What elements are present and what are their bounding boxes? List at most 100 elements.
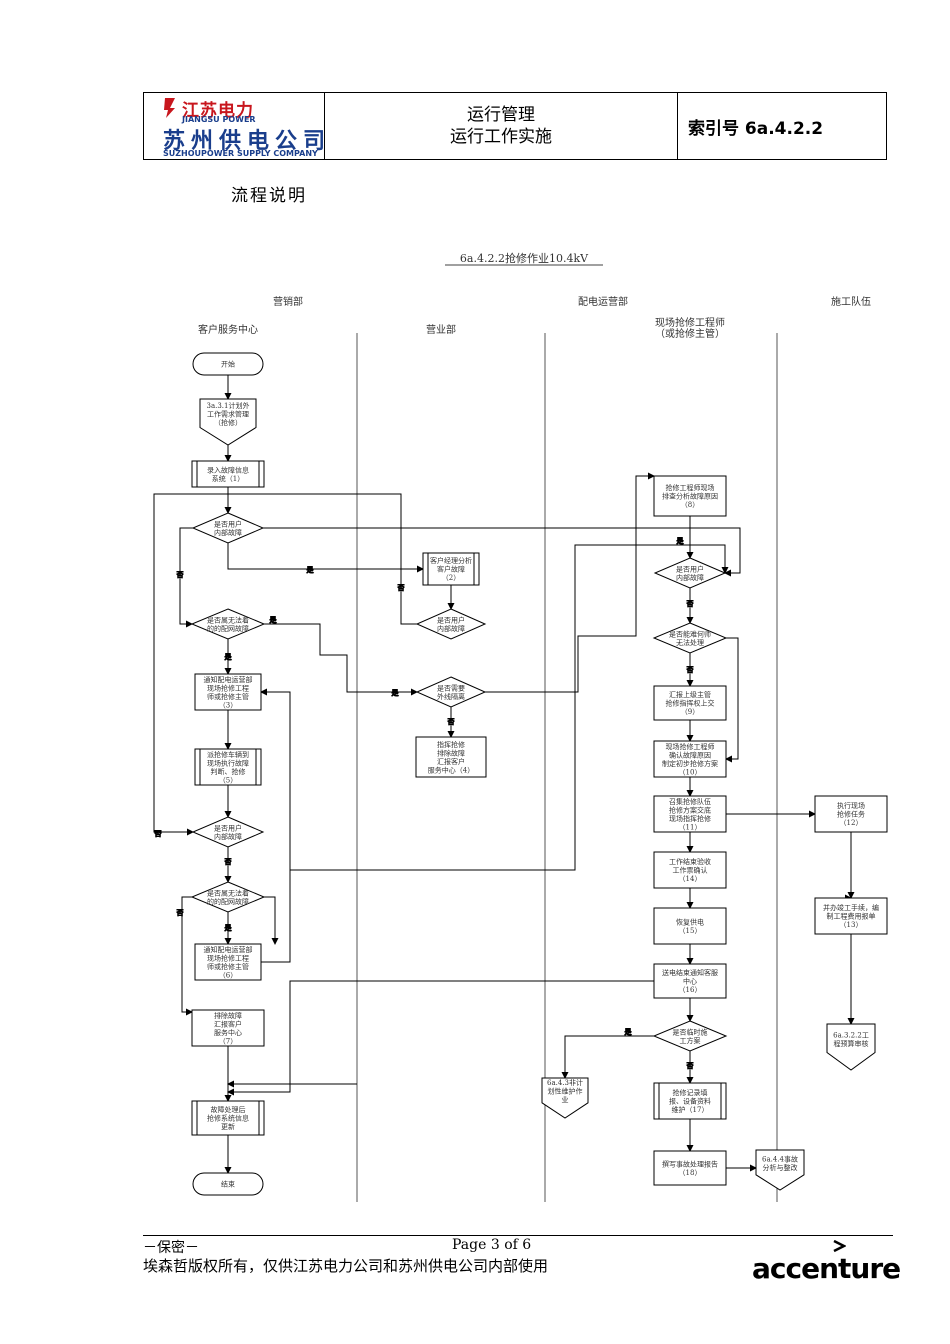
flow-node-label: 6a.3.2.2工程预算审核 xyxy=(833,1031,869,1048)
logo-company-cn: 苏州供电公司 xyxy=(163,129,332,154)
footer-rule xyxy=(143,1235,893,1236)
flow-node-label: 派抢修车辆到现场执行故障判断、抢修（5） xyxy=(207,750,249,785)
flow-node-label: 抢修工程师现场排查分析故障原因（8） xyxy=(662,483,718,509)
flow-node-label: 是否用户内部故障 xyxy=(214,519,242,537)
logo-brand-cn: 江苏电力 xyxy=(182,101,254,121)
flow-node-n13: 并办竣工手续，编制工程费用报单（13） xyxy=(814,897,888,935)
dept-marketing: 营销部 xyxy=(273,295,303,308)
flow-node-d-capable: 是否能难何师无法处理 xyxy=(652,622,728,654)
flow-connector xyxy=(181,896,193,1016)
header-title-line2: 运行工作实施 xyxy=(450,127,552,147)
logo-brand-en: JIANGSU POWER xyxy=(182,115,256,124)
flow-connector xyxy=(264,896,279,945)
flow-node-label: 工作结束验收工作票确认（14） xyxy=(669,857,711,883)
flow-node-ref-311: 3a.3.1计划外工作需求管理（抢修） xyxy=(199,398,257,446)
flow-connector xyxy=(263,527,741,577)
edge-label-no: 否 xyxy=(177,571,184,579)
flow-node-label: 现场抢修工程师确认故障原因制定初步抢修方案（10） xyxy=(662,742,718,777)
flow-node-label: 召集抢修队伍抢修方案交底现场指挥抢修（11） xyxy=(669,797,711,832)
flow-node-d-isolate: 是否需要外线隔离 xyxy=(415,676,487,708)
flow-node-n2: 客户经理分析客户故障（2） xyxy=(422,552,480,586)
flow-node-n8: 抢修工程师现场排查分析故障原因（8） xyxy=(653,475,727,517)
edge-label-no: 否 xyxy=(177,909,184,917)
flow-node-label: 通知配电运营部现场抢修工程师或抢修主管（6） xyxy=(204,945,253,980)
footer-page-number: Page 3 of 6 xyxy=(452,1237,532,1253)
flow-node-label: 排除故障汇报客户服务中心（7） xyxy=(214,1011,242,1046)
flow-node-label: 6a.4.4事故分析与整改 xyxy=(762,1154,798,1172)
flow-node-ref-443: 6a.4.3非计划性维护作业 xyxy=(541,1077,589,1119)
flow-node-label: 是否能难何师无法处理 xyxy=(669,629,711,647)
flow-node-d-user1: 是否用户内部故障 xyxy=(191,512,265,544)
flow-connector xyxy=(227,980,654,1096)
lane-business-hall: 营业部 xyxy=(426,323,456,336)
dept-distribution: 配电运营部 xyxy=(578,295,628,308)
flow-node-label: 开始 xyxy=(221,360,235,369)
edge-label-no: 否 xyxy=(155,830,162,838)
flow-node-n14: 工作结束验收工作票确认（14） xyxy=(653,851,727,889)
flow-connector xyxy=(260,688,291,963)
edge-label-no: 否 xyxy=(687,1062,694,1070)
flow-node-label: 客户经理分析客户故障（2） xyxy=(430,556,472,582)
edge-label-no: 否 xyxy=(687,666,694,674)
flow-node-label: 是否用户内部故障 xyxy=(676,564,704,582)
flow-node-label: 是否用户内部故障 xyxy=(214,823,242,841)
company-logo: 江苏电力 JIANGSU POWER 苏州供电公司 SUZHOUPOWER SU… xyxy=(160,96,325,158)
flow-node-n9: 汇报上级主管抢修指挥权上交（9） xyxy=(653,685,727,721)
flow-node-d-user4: 是否用户内部故障 xyxy=(653,557,727,589)
flow-node-start: 开始 xyxy=(192,352,264,376)
flow-node-label: 并办竣工手续，编制工程费用报单（13） xyxy=(823,903,879,929)
flow-node-label: 结束 xyxy=(221,1180,235,1189)
header-table: 江苏电力 JIANGSU POWER 苏州供电公司 SUZHOUPOWER SU… xyxy=(143,92,887,160)
flow-node-d-temp: 是否临时施工方案 xyxy=(652,1020,728,1052)
flow-connector xyxy=(264,623,418,696)
flow-node-n16: 送电结束通知客服中心（16） xyxy=(653,963,727,999)
flow-node-label: 录入故障信息系统（1） xyxy=(207,465,249,483)
logo-company-en: SUZHOUPOWER SUPPLY COMPANY xyxy=(163,149,318,158)
flow-connector xyxy=(153,493,417,836)
header-title-cell: 运行管理 运行工作实施 xyxy=(325,93,678,159)
flow-node-label: 3a.3.1计划外工作需求管理（抢修） xyxy=(207,401,250,427)
flowchart-title: 6a.4.2.2抢修作业10.4kV xyxy=(460,251,589,265)
flow-node-label: 抢修记录填报、设备资料维护（17） xyxy=(669,1088,711,1114)
flow-connector xyxy=(561,1035,654,1079)
flow-connector xyxy=(290,544,729,871)
power-logo-icon xyxy=(164,98,175,118)
flow-node-label: 是否属无法着的的配网故障 xyxy=(207,615,249,633)
flow-node-d-user2: 是否用户内部故障 xyxy=(415,608,487,640)
flow-node-label: 送电结束通知客服中心（16） xyxy=(662,968,718,994)
flow-node-n18: 撰写事故处理报告（18） xyxy=(653,1150,727,1186)
flow-node-n10: 现场抢修工程师确认故障原因制定初步抢修方案（10） xyxy=(653,740,727,778)
flow-connector xyxy=(485,472,655,693)
flow-node-d-user3: 是否用户内部故障 xyxy=(191,816,265,848)
flow-node-n15: 恢复供电（15） xyxy=(653,907,727,945)
header-index: 索引号 6a.4.2.2 xyxy=(688,118,824,139)
flow-node-label: 是否用户内部故障 xyxy=(437,615,465,633)
flow-node-label: 指挥抢修排除故障汇报客户服务中心（4） xyxy=(428,740,474,775)
edge-label-no: 否 xyxy=(398,584,405,592)
flow-node-label: 6a.4.3非计划性维护作业 xyxy=(547,1078,583,1104)
flow-node-d-safe1: 是否属无法着的的配网故障 xyxy=(190,608,266,640)
dept-construction: 施工队伍 xyxy=(831,295,871,308)
flow-node-label: 是否需要外线隔离 xyxy=(437,684,465,701)
section-title: 流程说明 xyxy=(231,186,307,206)
flow-node-n1: 录入故障信息系统（1） xyxy=(191,460,265,488)
flow-node-label: 是否临时施工方案 xyxy=(673,1027,708,1045)
flow-node-label: 执行现场抢修任务（12） xyxy=(837,801,865,827)
edge-label-yes: 是 xyxy=(677,537,684,545)
edge-label-yes: 是 xyxy=(625,1028,632,1036)
flow-node-ref-322: 6a.3.2.2工程预算审核 xyxy=(826,1023,876,1071)
flow-node-n17: 抢修记录填报、设备资料维护（17） xyxy=(653,1082,727,1120)
edge-label-yes: 是 xyxy=(270,616,277,624)
logo-cell: 江苏电力 JIANGSU POWER 苏州供电公司 SUZHOUPOWER SU… xyxy=(144,93,325,159)
accenture-logo: accenture xyxy=(752,1252,901,1285)
header-title-line1: 运行管理 xyxy=(467,105,535,125)
edge-label-no: 否 xyxy=(225,858,232,866)
edge-label-yes: 是 xyxy=(392,689,399,697)
edge-label-no: 否 xyxy=(448,718,455,726)
flow-connector xyxy=(725,637,739,763)
flow-node-n12: 执行现场抢修任务（12） xyxy=(814,795,888,833)
edge-label-no: 否 xyxy=(687,600,694,608)
flow-connector xyxy=(227,543,424,573)
flow-node-n3: 通知配电运营部现场抢修工程师或抢修主管（3） xyxy=(194,673,262,711)
